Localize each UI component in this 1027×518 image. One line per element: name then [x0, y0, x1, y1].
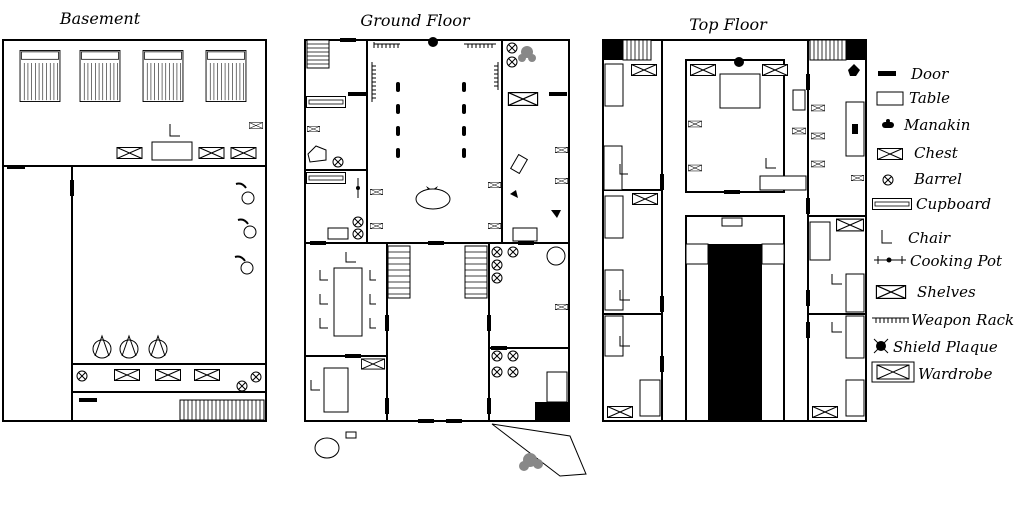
manakin-icon [882, 119, 894, 128]
legend-label: Shelves [917, 283, 976, 301]
legend-label: Manakin [903, 116, 970, 134]
chest-icon [877, 148, 903, 160]
legend-item-table: Table [876, 89, 950, 107]
door-icon [878, 71, 896, 76]
legend-item-shelves: Shelves [875, 283, 976, 301]
top-floor-plan [602, 39, 867, 422]
table-icon [876, 91, 904, 106]
cupboard-icon [872, 198, 912, 210]
legend-label: Barrel [913, 170, 962, 188]
basement-title: Basement [59, 9, 141, 28]
shield-plaque-icon [873, 338, 889, 354]
legend-label: Door [910, 65, 949, 83]
cooking-pot-icon [874, 256, 906, 264]
wardrobe-icon [871, 361, 915, 383]
legend-item-chair: Chair [881, 229, 951, 247]
legend-item-weapon-rack: Weapon Rack [872, 311, 1014, 329]
ground-floor-title: Ground Floor [360, 11, 470, 30]
legend-label: Chest [914, 144, 959, 162]
chair-icon [881, 230, 892, 244]
legend-label: Weapon Rack [911, 311, 1014, 329]
legend-item-shield-plaque: Shield Plaque [873, 338, 998, 356]
legend-item-door: Door [878, 65, 949, 83]
legend-label: Wardrobe [918, 365, 993, 383]
shelves-icon [875, 285, 907, 299]
legend-item-barrel: Barrel [882, 170, 962, 188]
legend-item-wardrobe: Wardrobe [871, 361, 993, 383]
legend-item-cooking-pot: Cooking Pot [874, 252, 1003, 270]
legend-item-chest: Chest [877, 144, 959, 162]
top-floor-title: Top Floor [689, 15, 768, 34]
legend-item-manakin: Manakin [882, 116, 970, 134]
basement-plan [2, 39, 267, 422]
ground-floor-plan [304, 37, 587, 477]
legend: Door Table Manakin Chest Barrel Cupboard… [871, 65, 1014, 383]
legend-label: Chair [908, 229, 951, 247]
legend-label: Cooking Pot [910, 252, 1003, 270]
weapon-rack-icon [872, 317, 909, 323]
legend-label: Cupboard [916, 195, 991, 213]
legend-item-cupboard: Cupboard [872, 195, 991, 213]
legend-label: Table [909, 89, 950, 107]
legend-label: Shield Plaque [893, 338, 998, 356]
barrel-icon [882, 174, 894, 186]
